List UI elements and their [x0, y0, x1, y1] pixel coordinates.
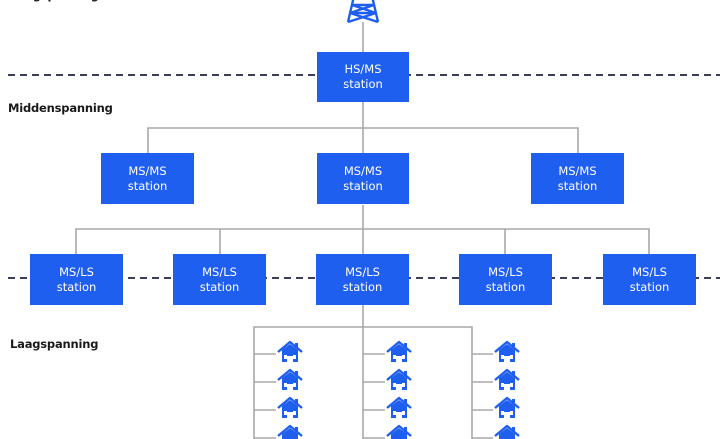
station-type: MS/MS — [558, 163, 597, 178]
station-label: station — [127, 178, 168, 193]
station-label: station — [485, 279, 526, 294]
station-label: station — [343, 178, 383, 193]
ms-ls-station[interactable]: MS/LS station — [173, 254, 266, 305]
house-icon — [277, 340, 303, 362]
medium-voltage-label: Middenspanning — [8, 101, 113, 115]
ms-ls-station[interactable]: MS/LS station — [603, 254, 696, 305]
voltage-boundaries — [8, 74, 720, 279]
house-icon — [277, 424, 303, 439]
ms-ls-station[interactable]: MS/LS station — [30, 254, 123, 305]
station-label: station — [557, 178, 598, 193]
ms-ms-station[interactable]: MS/MS station — [101, 153, 194, 204]
station-type: MS/LS — [632, 264, 667, 279]
hs-ms-station[interactable]: HS/MS station — [317, 52, 409, 102]
station-type: MS/MS — [128, 163, 167, 178]
house-icon — [386, 396, 412, 418]
ms-ms-station[interactable]: MS/MS station — [531, 153, 624, 204]
station-type: MS/LS — [59, 264, 94, 279]
house-icon — [277, 368, 303, 390]
house-stubs — [254, 353, 493, 439]
msls-bus-line — [75, 228, 650, 254]
station-label: station — [343, 77, 383, 91]
msms-bus-line — [147, 127, 579, 153]
house-icon — [494, 340, 520, 362]
station-type: MS/LS — [488, 264, 523, 279]
house-icon — [494, 424, 520, 439]
ms-ls-station[interactable]: MS/LS station — [459, 254, 552, 305]
house-icon — [494, 396, 520, 418]
house-icon — [494, 368, 520, 390]
station-type: MS/LS — [345, 264, 380, 279]
house-icon — [277, 396, 303, 418]
station-label: station — [629, 279, 670, 294]
low-voltage-label: Laagspanning — [10, 337, 99, 351]
house-icon — [386, 340, 412, 362]
station-type: HS/MS — [344, 62, 382, 76]
house-icon — [386, 424, 412, 439]
station-label: station — [342, 279, 383, 294]
station-type: MS/MS — [343, 163, 383, 178]
houses — [277, 340, 520, 439]
station-type: MS/LS — [202, 264, 237, 279]
transmission-tower-icon — [346, 0, 380, 24]
high-voltage-label: Hoogspanning — [8, 0, 99, 2]
ms-ls-station[interactable]: MS/LS station — [316, 254, 409, 305]
station-label: station — [56, 279, 97, 294]
house-icon — [386, 368, 412, 390]
house-bus-line — [253, 326, 473, 439]
ms-ms-station[interactable]: MS/MS station — [317, 153, 409, 204]
connectors — [75, 22, 650, 439]
station-label: station — [199, 279, 240, 294]
